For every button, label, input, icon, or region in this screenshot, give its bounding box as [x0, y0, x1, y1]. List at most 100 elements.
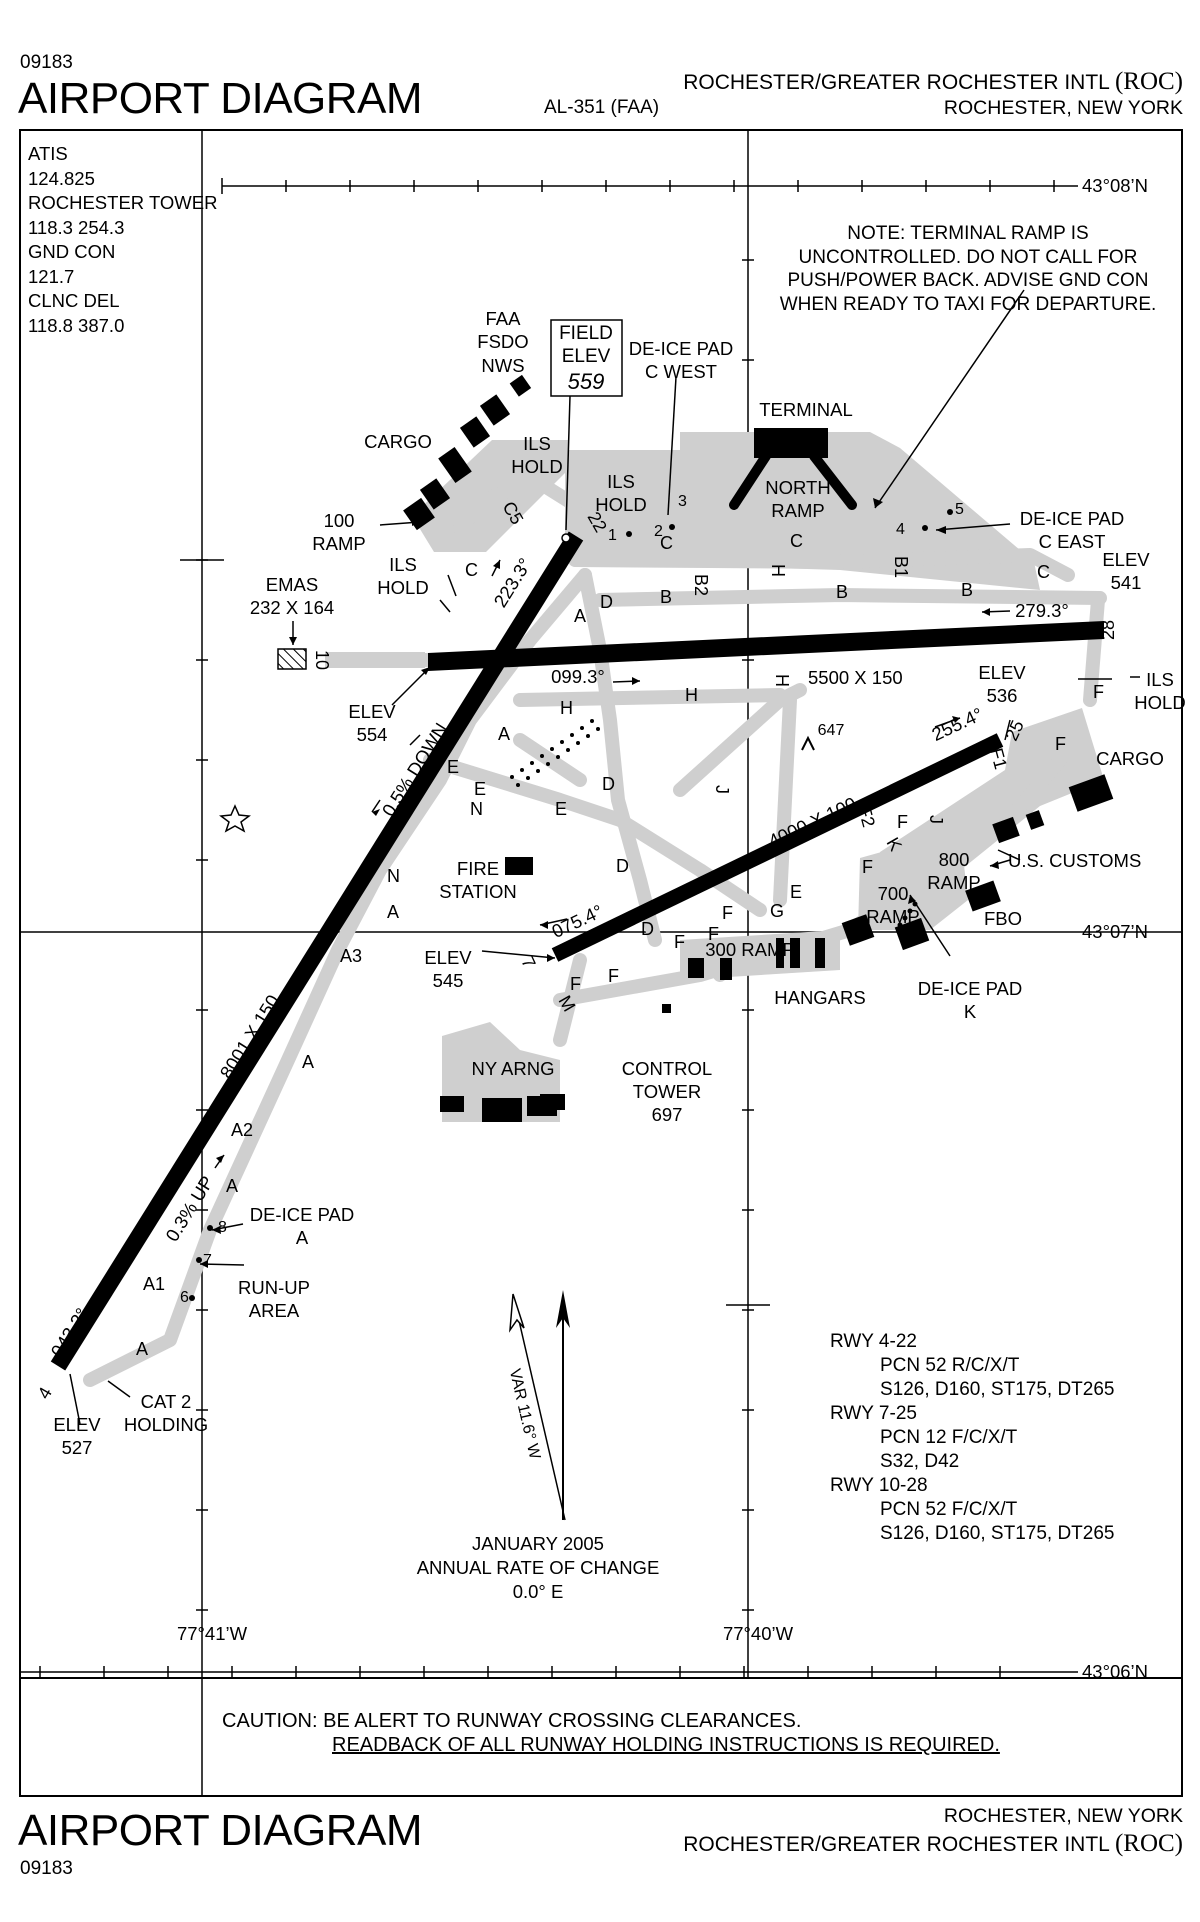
field-elev-line1: FIELD — [559, 323, 613, 344]
label-800: 800 — [939, 849, 970, 870]
label-elev-541: ELEV — [1102, 549, 1150, 570]
label-emas-dim: 232 X 164 — [250, 597, 334, 618]
terminal-concourses — [729, 451, 857, 510]
fire-station-building — [505, 857, 533, 875]
label-deice-c-east: DE-ICE PAD — [1020, 508, 1125, 529]
rwy-hdg-279: 279.3° — [1015, 600, 1069, 621]
runway-4-22 — [50, 531, 584, 1371]
label-mag-rate: ANNUAL RATE OF CHANGE — [417, 1557, 660, 1578]
taxiway-label-e-3: E — [555, 799, 567, 819]
field-elev-leader — [565, 395, 571, 531]
taxiway-b — [593, 588, 1107, 607]
longitude-ticks — [180, 259, 770, 1611]
taxiway-label-b-2: B — [836, 582, 848, 602]
taxiway-label-d-1: D — [600, 592, 613, 612]
taxiway-c — [568, 548, 1075, 582]
spot-1-dot — [626, 531, 632, 537]
label-runup: RUN-UP — [238, 1277, 310, 1298]
label-mag-date: JANUARY 2005 — [472, 1533, 604, 1554]
hangar-2 — [720, 958, 732, 980]
label-ils-2: ILS — [389, 554, 417, 575]
label-variation: VAR 11.6° W — [506, 1367, 543, 1461]
rwy-10-28-title: RWY 10-28 — [830, 1475, 928, 1496]
spot-6-dot — [189, 1295, 195, 1301]
taxiway-label-e-2: E — [474, 779, 486, 799]
label-hold-4: HOLD — [1134, 692, 1185, 713]
rwy-7-25-weights: S32, D42 — [880, 1451, 960, 1472]
label-ny-arng: NY ARNG — [472, 1058, 555, 1079]
runway-10-28 — [428, 621, 1104, 671]
spot-4: 4 — [896, 521, 905, 538]
taxiway-label-c-4: C — [465, 560, 478, 580]
comm-clearance-freq: 118.8 387.0 — [28, 314, 125, 336]
customs-building-1 — [992, 816, 1020, 844]
lat-label-08: 43°08’N — [1082, 175, 1148, 196]
caution-line-2: READBACK OF ALL RUNWAY HOLDING INSTRUCTI… — [332, 1734, 1000, 1756]
taxiway-j — [673, 683, 807, 797]
taxiway-label-h-1: H — [768, 564, 788, 577]
label-ils-3: ILS — [607, 471, 635, 492]
aprons — [412, 432, 1104, 1122]
label-cargo-east: CARGO — [1096, 748, 1164, 769]
taxiway-j-south — [773, 693, 797, 907]
label-elev-545: ELEV — [424, 947, 472, 968]
chart-id-top: 09183 — [20, 52, 73, 73]
label-nws: NWS — [481, 355, 524, 376]
hangar-3 — [776, 938, 784, 968]
taxiway-label-a-4: A — [387, 902, 399, 922]
rwy-4-22-pcn: PCN 52 R/C/X/T — [880, 1355, 1020, 1376]
label-100-ramp: RAMP — [312, 533, 365, 554]
rwy-10-28-dim: 5500 X 150 — [808, 667, 903, 688]
rwy-10-28-pcn: PCN 52 F/C/X/T — [880, 1499, 1018, 1520]
airport-name-bottom-text: ROCHESTER/GREATER ROCHESTER INTL — [683, 1833, 1110, 1856]
taxiway-label-g: G — [770, 901, 784, 921]
spot-8-dot — [207, 1225, 213, 1231]
runway-7-25 — [551, 733, 1004, 962]
label-north: NORTH — [765, 477, 830, 498]
taxiway-label-j-1: J — [712, 785, 732, 794]
value-elev-545: 545 — [433, 970, 464, 991]
arng-building-2 — [482, 1098, 522, 1122]
taxiway-label-f-6: F — [862, 857, 873, 877]
comm-ground-freq: 121.7 — [28, 265, 75, 287]
label-holding: HOLDING — [124, 1414, 208, 1435]
spot-3-dot — [669, 524, 675, 530]
taxiway-label-f-4: F — [708, 924, 719, 944]
cargo-east-building — [1068, 774, 1114, 812]
spot-4-dot — [922, 525, 928, 531]
cargo-building-5 — [403, 497, 435, 531]
field-elev-value: 559 — [568, 369, 605, 394]
arng-building-4 — [540, 1094, 565, 1110]
taxiway-label-c-2: C — [790, 531, 803, 551]
taxiway-label-a-2: A — [226, 1176, 238, 1196]
comm-frequencies: ATIS 124.825 ROCHESTER TOWER 118.3 254.3… — [28, 142, 217, 338]
taxiway-m — [553, 953, 587, 1047]
rwy-4-22-title: RWY 4-22 — [830, 1331, 917, 1352]
hangar-1 — [688, 958, 704, 978]
taxiway-label-f-5: F — [722, 903, 733, 923]
taxiway-label-a3: A3 — [340, 946, 362, 966]
arng-building-1 — [440, 1096, 464, 1112]
taxiway-d — [578, 568, 662, 947]
label-ils-4: ILS — [1146, 669, 1174, 690]
comm-tower-freq: 118.3 254.3 — [28, 216, 125, 238]
label-pad-k: K — [964, 1001, 977, 1022]
taxiway-label-c-3: C — [1037, 562, 1050, 582]
label-tower: TOWER — [633, 1081, 702, 1102]
rwy-end-28: 28 — [1098, 620, 1118, 640]
spot-6: 6 — [180, 1289, 189, 1306]
label-deice-k: DE-ICE PAD — [918, 978, 1023, 999]
city-top: ROCHESTER, NEW YORK — [943, 97, 1183, 119]
airport-code-bottom: (ROC) — [1114, 1830, 1183, 1857]
taxiway-label-f-2: F — [608, 966, 619, 986]
label-station: STATION — [439, 881, 516, 902]
value-elev-536: 536 — [987, 685, 1018, 706]
rwy-end-4: 4 — [34, 1384, 56, 1403]
taxiway-c-west — [453, 473, 582, 535]
page-title-bottom: AIRPORT DIAGRAM — [18, 1806, 423, 1855]
caution-line-1: CAUTION: BE ALERT TO RUNWAY CROSSING CLE… — [222, 1710, 802, 1732]
taxiway-label-f-3: F — [674, 932, 685, 952]
comm-atis: ATIS — [28, 143, 68, 164]
rwy-7-25-pcn: PCN 12 F/C/X/T — [880, 1427, 1018, 1448]
